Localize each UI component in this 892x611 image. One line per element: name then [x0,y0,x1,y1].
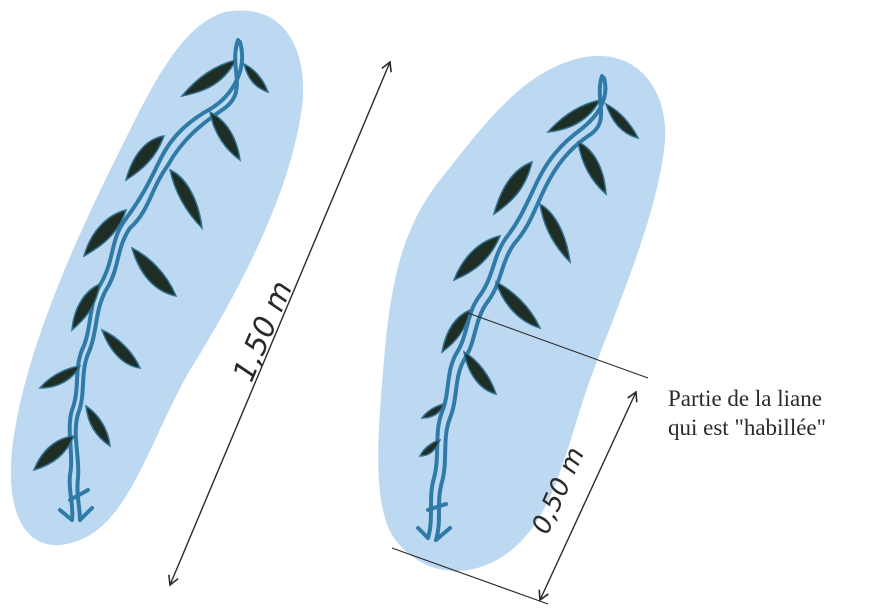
caption-line-2: qui est "habillée" [668,413,826,442]
caption-habillee: Partie de la liane qui est "habillée" [668,384,826,442]
right-vine-panel [378,56,665,571]
caption-line-1: Partie de la liane [668,384,826,413]
left-vine-panel [11,10,303,545]
measure-label-1-50m: 1,50 m [227,276,300,387]
